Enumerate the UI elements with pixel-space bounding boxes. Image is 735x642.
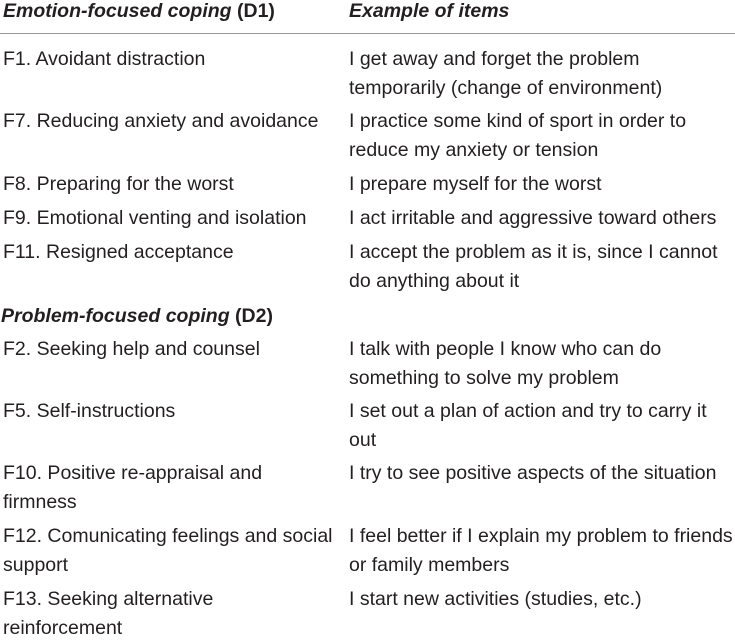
table-row-factor: F11. Resigned acceptance xyxy=(3,241,234,263)
table-row-example: I get away and forget the problem tempor… xyxy=(349,48,663,99)
table-row-example: I set out a plan of action and try to ca… xyxy=(349,400,707,451)
table-row-example: I practice some kind of sport in order t… xyxy=(349,110,687,161)
table-row-factor: F13. Seeking alternative reinforcement xyxy=(3,588,214,639)
table-row-example: I act irritable and aggressive toward ot… xyxy=(349,207,717,229)
table-row-factor: F5. Self-instructions xyxy=(3,400,176,422)
table-row-factor: F1. Avoidant distraction xyxy=(3,48,206,70)
table-row-factor: F12. Comunicating feelings and social su… xyxy=(3,525,333,576)
table-row-example: I start new activities (studies, etc.) xyxy=(349,588,642,610)
section-title-suffix: (D2) xyxy=(229,305,273,327)
column-header-coping-suffix: (D1) xyxy=(231,0,275,22)
table-row-factor: F2. Seeking help and counsel xyxy=(3,338,260,360)
table-row-example: I feel better if I explain my problem to… xyxy=(349,525,733,576)
table-row-factor: F9. Emotional venting and isolation xyxy=(3,207,307,229)
table-row-example: I prepare myself for the worst xyxy=(349,173,602,195)
table-row-factor: F7. Reducing anxiety and avoidance xyxy=(3,110,319,132)
table-row-example: I try to see positive aspects of the sit… xyxy=(349,462,717,484)
header-rule xyxy=(0,33,735,34)
section-title-italic: Problem-focused coping xyxy=(1,305,230,327)
table-row-example: I accept the problem as it is, since I c… xyxy=(349,241,718,292)
column-header-example: Example of items xyxy=(349,0,510,22)
table-row-factor: F10. Positive re-appraisal and firmness xyxy=(3,462,263,513)
table-row-example: I talk with people I know who can do som… xyxy=(349,338,662,389)
section-title-problem-focused: Problem-focused coping (D2) xyxy=(1,305,273,327)
column-header-coping: Emotion-focused coping (D1) xyxy=(3,0,275,22)
column-header-coping-italic: Emotion-focused coping xyxy=(3,0,232,22)
table-row-factor: F8. Preparing for the worst xyxy=(3,173,234,195)
